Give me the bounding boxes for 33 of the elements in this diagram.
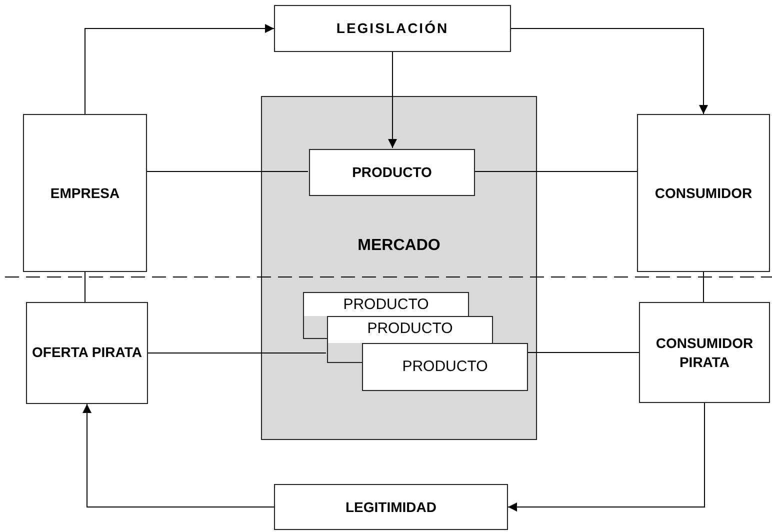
node-label: CONSUMIDOR PIRATA — [654, 334, 754, 371]
node-label: LEGITIMIDAD — [344, 498, 438, 516]
process-box — [274, 484, 508, 530]
node-label: OFERTA PIRATA — [31, 343, 143, 362]
connector-line — [474, 171, 638, 172]
process-box — [274, 5, 511, 52]
stacked-box — [303, 292, 469, 316]
node-label: PRODUCTO — [366, 319, 454, 338]
connector-line — [146, 171, 308, 172]
connector-line — [703, 272, 704, 302]
process-box — [637, 114, 770, 272]
node-label: PRODUCTO — [351, 163, 433, 182]
arrow — [388, 52, 397, 148]
arrow — [84, 24, 274, 114]
market-panel — [261, 96, 537, 440]
connector-line — [148, 352, 326, 354]
node-label: PRODUCTO — [401, 357, 489, 377]
process-box — [26, 302, 148, 404]
connector-line — [526, 352, 640, 353]
node-label: MERCADO — [356, 237, 442, 255]
node-label: PRODUCTO — [342, 295, 430, 314]
process-box — [639, 302, 770, 403]
node-label: LEGISLACIÓN — [335, 19, 450, 38]
connector-line — [84, 272, 86, 302]
node-label: EMPRESA — [49, 184, 121, 202]
process-box — [309, 149, 475, 196]
arrow — [508, 402, 705, 512]
arrow — [510, 28, 708, 114]
stacked-box — [327, 316, 493, 343]
process-box — [23, 114, 147, 272]
node-label: CONSUMIDOR — [654, 184, 754, 202]
process-box — [362, 343, 528, 391]
arrow — [82, 404, 274, 508]
